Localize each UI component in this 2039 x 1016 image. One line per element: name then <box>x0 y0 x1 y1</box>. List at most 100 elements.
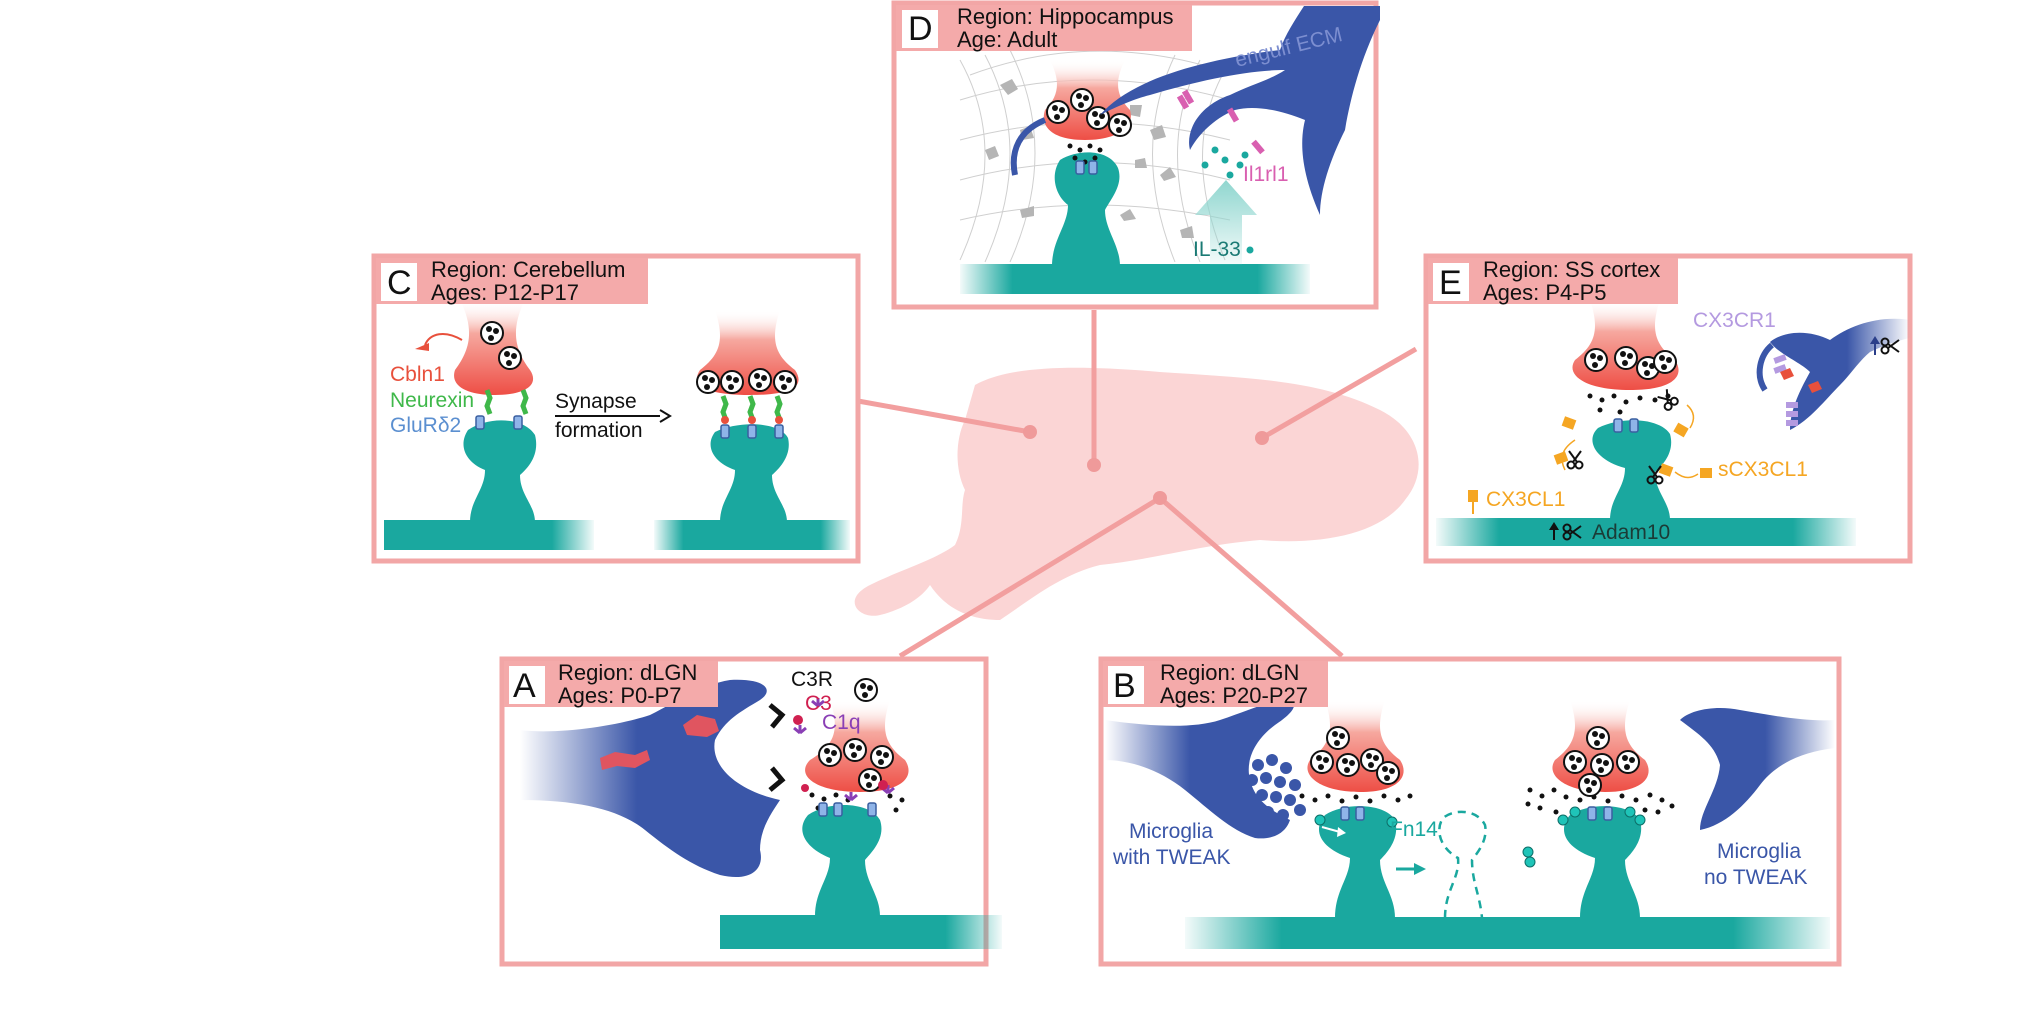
label-formation: formation <box>555 419 643 442</box>
panel-b-letter: B <box>1113 667 1136 705</box>
receptor <box>1340 806 1350 821</box>
label-microglia-no-tweak-2: no TWEAK <box>1704 866 1807 889</box>
vesicle <box>854 678 878 702</box>
shed-arrow <box>1674 471 1699 479</box>
spine-c-right <box>710 424 789 522</box>
neurexin-strand <box>520 389 529 415</box>
receptor <box>1355 806 1365 821</box>
connector-e <box>1260 346 1418 441</box>
c3r-receptor <box>768 703 786 792</box>
vesicle <box>1584 348 1608 372</box>
cx3cl1-membrane-icon <box>1468 490 1478 514</box>
panel-d-age: Age: Adult <box>957 27 1057 52</box>
panel-c-letter: C <box>387 264 412 302</box>
microglia-d-process <box>1010 117 1047 176</box>
vesicle <box>1070 88 1094 112</box>
receptor <box>833 802 843 817</box>
connector-c-dot <box>1023 425 1037 439</box>
connectors <box>857 310 1418 659</box>
receptor <box>867 802 877 817</box>
cx3cr1-receptors <box>1773 354 1798 426</box>
panel-d-region: Region: Hippocampus <box>957 4 1173 29</box>
cbln1-arrow <box>424 333 463 346</box>
vesicle <box>843 738 867 762</box>
vesicle <box>1336 753 1360 777</box>
tweak-molecules <box>1246 754 1306 834</box>
receptor <box>1603 806 1613 821</box>
vesicle <box>1326 726 1350 750</box>
panel-e-letter-box <box>1433 263 1469 301</box>
fn14-receptors <box>1522 806 1646 868</box>
glurd2-receptor <box>774 424 784 439</box>
vesicle <box>1563 750 1587 774</box>
il33-dots <box>1201 146 1254 254</box>
dendrite-c-left <box>384 520 594 550</box>
scx3cl1-molecules <box>1553 416 1712 478</box>
spine-b-right <box>1563 806 1642 918</box>
tweak-arrow <box>1321 826 1346 837</box>
vesicle <box>1586 726 1610 750</box>
c3-molecules <box>793 715 888 792</box>
panel-d-letter: D <box>908 10 933 48</box>
spine-c-left <box>463 420 537 522</box>
panel-c-age: Ages: P12-P17 <box>431 280 579 305</box>
vesicle <box>818 743 842 767</box>
label-c3r: C3R <box>791 668 833 691</box>
neurotransmitters <box>1587 393 1671 415</box>
spine-d <box>1052 152 1120 266</box>
adam10-arrow-icon <box>1549 522 1582 541</box>
connector-e-dot <box>1255 431 1269 445</box>
glurd2-receptor <box>475 415 485 430</box>
vesicle <box>480 321 504 345</box>
neurotransmitters <box>1525 787 1675 815</box>
engulfed-debris <box>600 750 650 770</box>
panel-e-header <box>1428 258 1678 304</box>
vesicle <box>1653 350 1677 374</box>
cbln1-molecule <box>415 343 429 351</box>
label-c1q: C1q <box>822 711 861 734</box>
panel-b: Fn14 Microglia with TWEAK <box>1098 656 1842 967</box>
connector-a <box>898 495 1162 659</box>
glurd2-receptor <box>747 424 757 439</box>
label-microglia-with-tweak-1: Microglia <box>1129 820 1213 843</box>
shed-arrow <box>1686 404 1695 429</box>
label-neurexin: Neurexin <box>390 389 474 412</box>
panel-a-region: Region: dLGN <box>558 660 697 685</box>
brain-silhouette <box>854 367 1419 620</box>
panel-e-age: Ages: P4-P5 <box>1483 280 1607 305</box>
receptor <box>1629 418 1639 433</box>
panel-c-letter-box <box>381 263 417 301</box>
vesicle <box>870 745 894 769</box>
spine-e <box>1592 420 1672 520</box>
vesicle <box>1376 761 1400 785</box>
receptor <box>1587 806 1597 821</box>
engulfed-fragment <box>1808 381 1822 393</box>
receptor <box>1088 160 1098 175</box>
label-synapse: Synapse <box>555 390 637 413</box>
panel-d-header <box>896 5 1192 51</box>
adam10-upregulation-icon <box>1870 336 1900 355</box>
panel-b-region: Region: dLGN <box>1160 660 1299 685</box>
panel-a: C3R C3 C1q A Region: dLGN Ages: P0-P7 <box>499 656 1002 967</box>
label-scx3cl1: sCX3CL1 <box>1718 458 1808 481</box>
connector-d-dot <box>1087 458 1101 472</box>
receptor <box>1613 418 1623 433</box>
receptor <box>1075 160 1085 175</box>
microglia-b-no-tweak <box>1680 708 1835 830</box>
vesicle <box>720 370 744 394</box>
panel-c: Cbln1 Neurexin GluRδ2 Synapse formation … <box>371 253 861 564</box>
panel-e-letter: E <box>1439 264 1462 302</box>
vesicle <box>748 368 772 392</box>
shed-arrow <box>1561 439 1576 471</box>
microglia-b-tweak <box>1105 700 1295 839</box>
panel-a-age: Ages: P0-P7 <box>558 683 682 708</box>
neurotransmitters <box>1299 793 1413 804</box>
spine-loss-arrow <box>1396 863 1426 875</box>
vesicle <box>1310 750 1334 774</box>
panel-d: engulf ECM Il1rl1 IL-33 D Region: Hippoc… <box>891 0 1380 310</box>
dendrite-e <box>1436 518 1856 546</box>
label-microglia-no-tweak-1: Microglia <box>1717 840 1801 863</box>
label-cbln1: Cbln1 <box>390 363 445 386</box>
label-microglia-with-tweak-2: with TWEAK <box>1112 846 1230 869</box>
presynaptic-c-right <box>697 310 799 395</box>
